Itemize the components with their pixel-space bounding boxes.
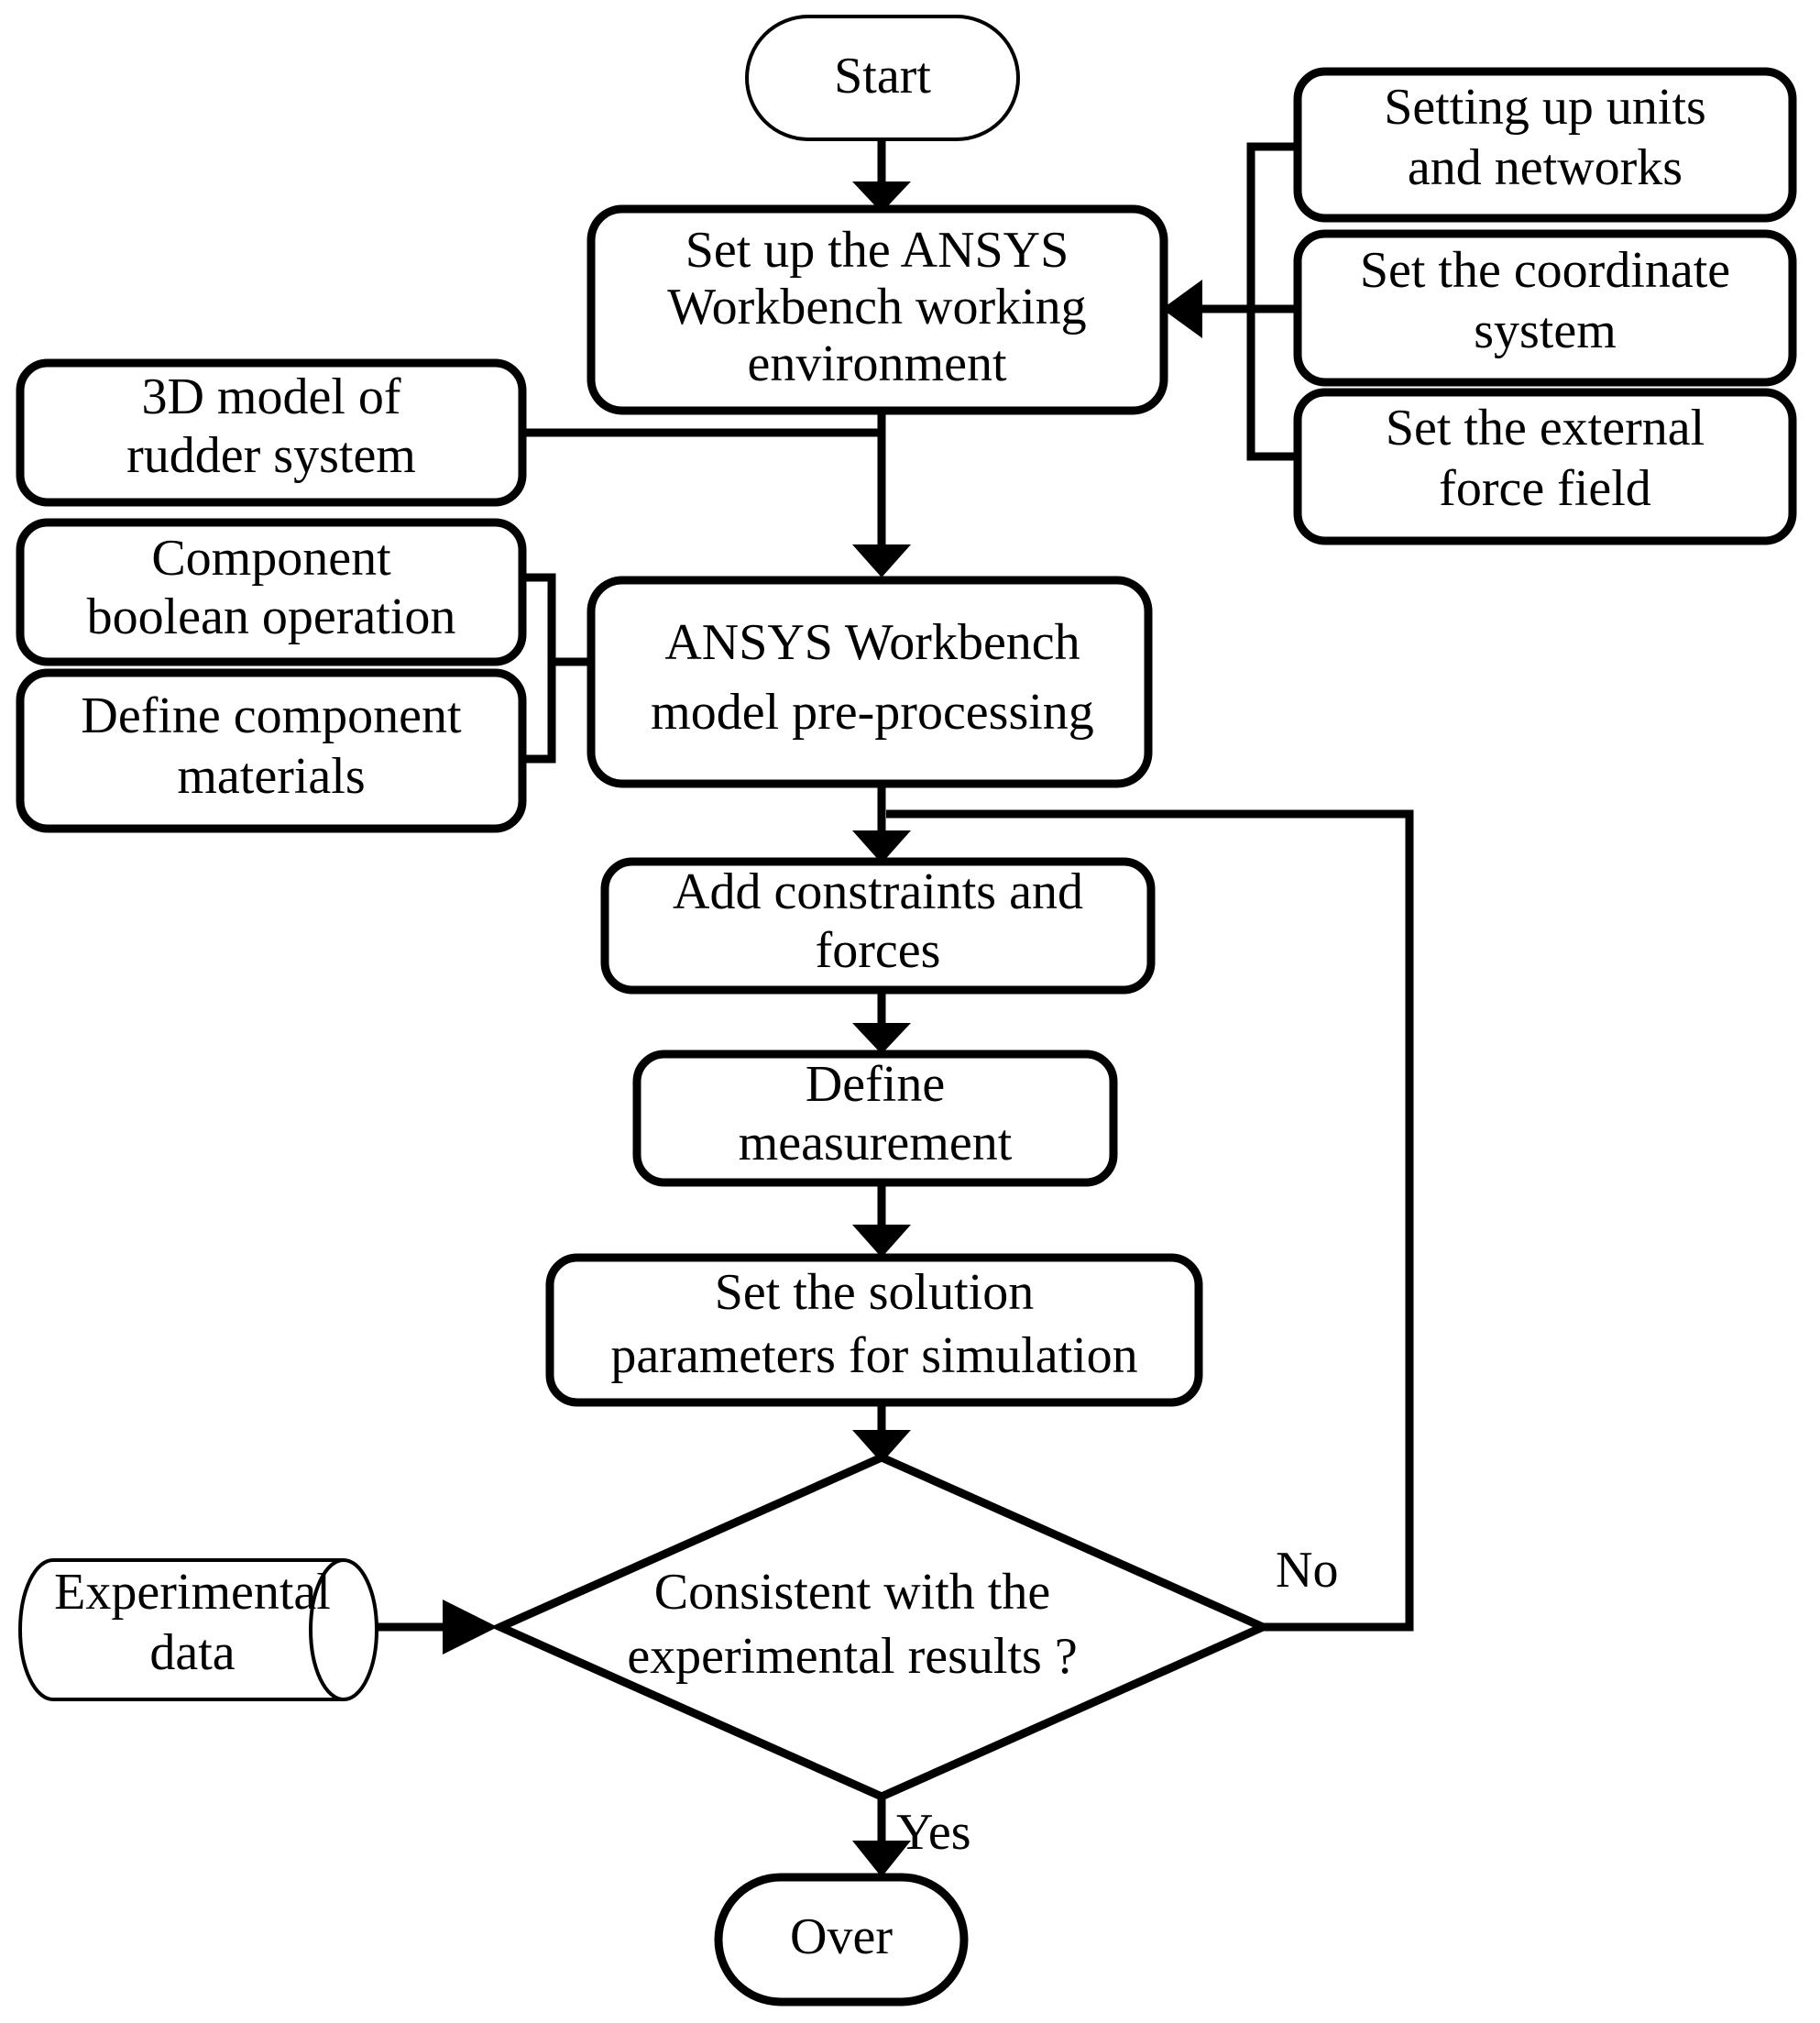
3d-model-shape xyxy=(16,358,527,507)
arrowhead-options-to-setup xyxy=(1162,280,1202,338)
arrowhead-start-to-setup xyxy=(852,181,911,213)
node-experimental-data[interactable]: Experimental data xyxy=(18,1558,378,1701)
preprocessing-shape xyxy=(587,576,1153,788)
experimental-data-line1: Experimental xyxy=(54,1564,331,1621)
external-force-field-line2: force field xyxy=(1439,460,1651,517)
setup-environment-line1: Set up the ANSYS xyxy=(685,222,1069,279)
over-shape xyxy=(714,1873,969,2007)
coordinate-system-shape xyxy=(1293,229,1797,387)
start-shape xyxy=(745,15,1020,141)
arrowhead-preprocessing-to-constraints xyxy=(852,830,911,863)
node-setup-environment[interactable]: Set up the ANSYS Workbench working envir… xyxy=(587,204,1168,415)
3d-model-line2: rudder system xyxy=(126,427,416,484)
over-label: Over xyxy=(790,1908,893,1965)
decision-line2: experimental results ? xyxy=(627,1628,1077,1685)
decision-shape xyxy=(489,1453,1274,1801)
constraints-forces-line1: Add constraints and xyxy=(673,863,1083,920)
node-units-networks[interactable]: Setting up units and networks xyxy=(1293,67,1797,223)
node-constraints-forces[interactable]: Add constraints and forces xyxy=(600,857,1156,995)
solution-parameters-line2: parameters for simulation xyxy=(610,1327,1137,1384)
node-solution-parameters[interactable]: Set the solution parameters for simulati… xyxy=(545,1253,1203,1407)
define-measurement-shape xyxy=(632,1050,1118,1187)
arrowhead-decision-to-over xyxy=(852,1841,911,1877)
node-over[interactable]: Over xyxy=(714,1873,969,2007)
constraints-forces-line2: forces xyxy=(816,922,941,979)
node-coordinate-system[interactable]: Set the coordinate system xyxy=(1293,229,1797,387)
arrowhead-constraints-to-measurement xyxy=(852,1023,911,1054)
node-3d-model[interactable]: 3D model of rudder system xyxy=(16,358,527,507)
define-measurement-line1: Define xyxy=(806,1056,945,1113)
boolean-operation-line2: boolean operation xyxy=(87,588,456,645)
units-networks-line1: Setting up units xyxy=(1384,79,1706,136)
external-force-field-line1: Set the external xyxy=(1386,400,1705,456)
external-force-field-shape xyxy=(1293,388,1797,545)
node-define-materials[interactable]: Define component materials xyxy=(16,668,527,833)
arrowhead-setup-to-preprocessing xyxy=(852,544,911,577)
experimental-data-cap xyxy=(309,1558,345,1701)
setup-environment-line3: environment xyxy=(747,335,1006,392)
edge-preprocess-inputs-bracket xyxy=(522,573,556,764)
arrowhead-solution-to-decision xyxy=(852,1430,911,1463)
setup-environment-shape xyxy=(587,204,1168,415)
arrowhead-expdata-to-decision xyxy=(443,1600,498,1655)
start-label: Start xyxy=(834,48,931,104)
define-materials-line1: Define component xyxy=(81,687,462,744)
boolean-operation-shape xyxy=(16,518,527,666)
decision-line1: Consistent with the xyxy=(654,1564,1050,1621)
3d-model-line1: 3D model of xyxy=(141,368,400,425)
arrowhead-measurement-to-solution xyxy=(852,1225,911,1258)
edge-label-no: No xyxy=(1276,1542,1338,1599)
preprocessing-line2: model pre-processing xyxy=(651,684,1094,741)
node-decision-consistency[interactable]: Consistent with the experimental results… xyxy=(489,1453,1274,1801)
edge-label-yes: Yes xyxy=(896,1804,970,1861)
define-measurement-line2: measurement xyxy=(739,1115,1013,1171)
setup-environment-line2: Workbench working xyxy=(667,279,1086,335)
node-start[interactable]: Start xyxy=(745,15,1020,141)
solution-parameters-shape xyxy=(545,1253,1203,1407)
define-materials-line2: materials xyxy=(177,748,365,805)
preprocessing-line1: ANSYS Workbench xyxy=(664,614,1080,671)
node-preprocessing[interactable]: ANSYS Workbench model pre-processing xyxy=(587,576,1153,788)
units-networks-line2: and networks xyxy=(1408,139,1683,196)
coordinate-system-line1: Set the coordinate xyxy=(1360,242,1730,299)
node-define-measurement[interactable]: Define measurement xyxy=(632,1050,1118,1187)
units-networks-shape xyxy=(1293,67,1797,223)
experimental-data-line2: data xyxy=(149,1624,235,1681)
node-external-force-field[interactable]: Set the external force field xyxy=(1293,388,1797,545)
node-boolean-operation[interactable]: Component boolean operation xyxy=(16,518,527,666)
constraints-forces-shape xyxy=(600,857,1156,995)
coordinate-system-line2: system xyxy=(1474,302,1617,359)
edge-setup-options-bracket xyxy=(1246,142,1298,461)
define-materials-shape xyxy=(16,668,527,833)
boolean-operation-line1: Component xyxy=(151,530,391,587)
solution-parameters-line1: Set the solution xyxy=(715,1264,1034,1321)
